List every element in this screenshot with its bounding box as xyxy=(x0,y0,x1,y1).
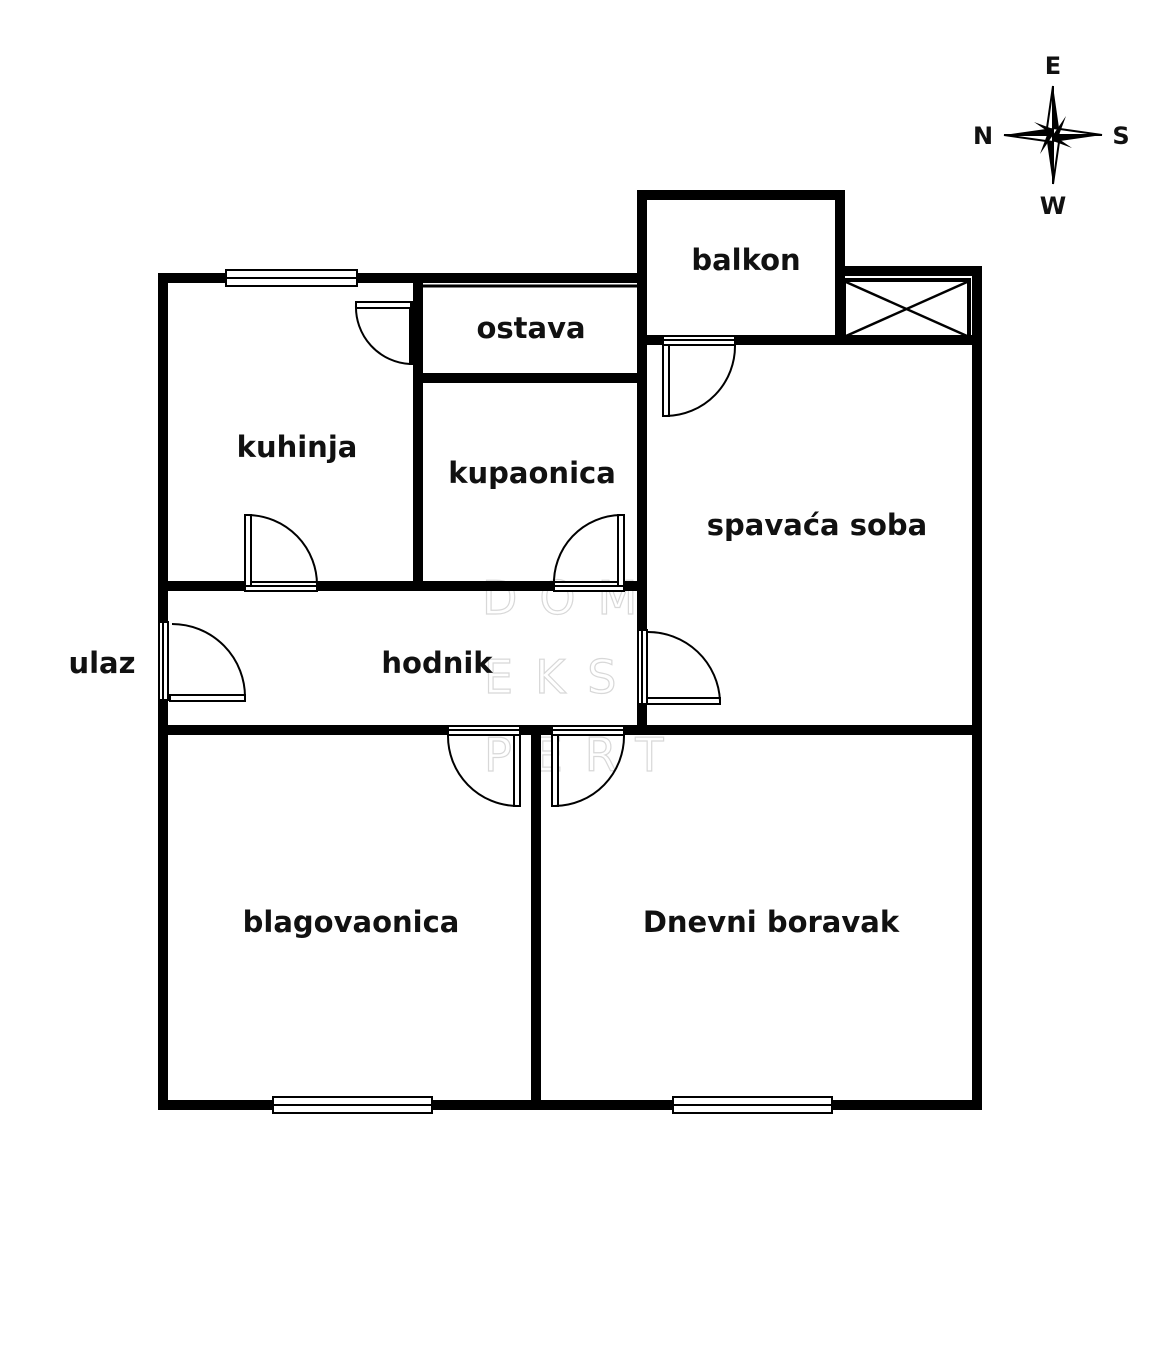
door-blagovaonica xyxy=(446,725,521,807)
door-spavaca-top xyxy=(662,335,737,417)
door-kuhinja xyxy=(244,514,319,592)
shaft-diag-2 xyxy=(844,280,969,338)
window-dnevni-boravak xyxy=(672,1096,833,1114)
room-label-hodnik: hodnik xyxy=(381,646,493,680)
compass-point-top xyxy=(1053,86,1060,135)
compass-point-left xyxy=(1004,128,1053,135)
window-blagovaonica xyxy=(272,1096,433,1114)
room-label-kuhinja: kuhinja xyxy=(237,430,358,464)
compass-label-west: W xyxy=(1040,192,1066,220)
compass-rose-icon: E W N S xyxy=(973,52,1130,220)
room-label-blagovaonica: blagovaonica xyxy=(243,905,460,939)
door-ostava xyxy=(354,301,415,365)
compass-point-right xyxy=(1053,135,1102,142)
watermark-line1: DOM xyxy=(482,571,659,625)
door-kupaonica xyxy=(552,514,625,592)
door-ulaz xyxy=(158,621,247,702)
room-label-ostava: ostava xyxy=(476,311,585,345)
windows xyxy=(225,269,833,1114)
compass-label-north: N xyxy=(973,122,993,150)
compass-label-south: S xyxy=(1112,122,1129,150)
room-label-spavaca-soba: spavaća soba xyxy=(707,508,927,542)
room-label-kupaonica: kupaonica xyxy=(448,456,616,490)
room-labels: balkon ostava kuhinja kupaonica spavaća … xyxy=(68,243,927,939)
room-label-balkon: balkon xyxy=(691,243,800,277)
door-spavaca-hall xyxy=(637,629,721,705)
doors xyxy=(158,301,737,807)
door-dnevni-boravak xyxy=(551,725,626,807)
compass-point-bottom xyxy=(1046,135,1053,184)
window-kuhinja xyxy=(225,269,358,287)
watermark-line2: EKS xyxy=(484,650,638,704)
watermark: DOM EKS PERT xyxy=(481,570,664,782)
compass-label-east: E xyxy=(1045,52,1061,80)
room-label-ulaz: ulaz xyxy=(68,646,135,680)
room-label-dnevni-boravak: Dnevni boravak xyxy=(643,905,900,939)
